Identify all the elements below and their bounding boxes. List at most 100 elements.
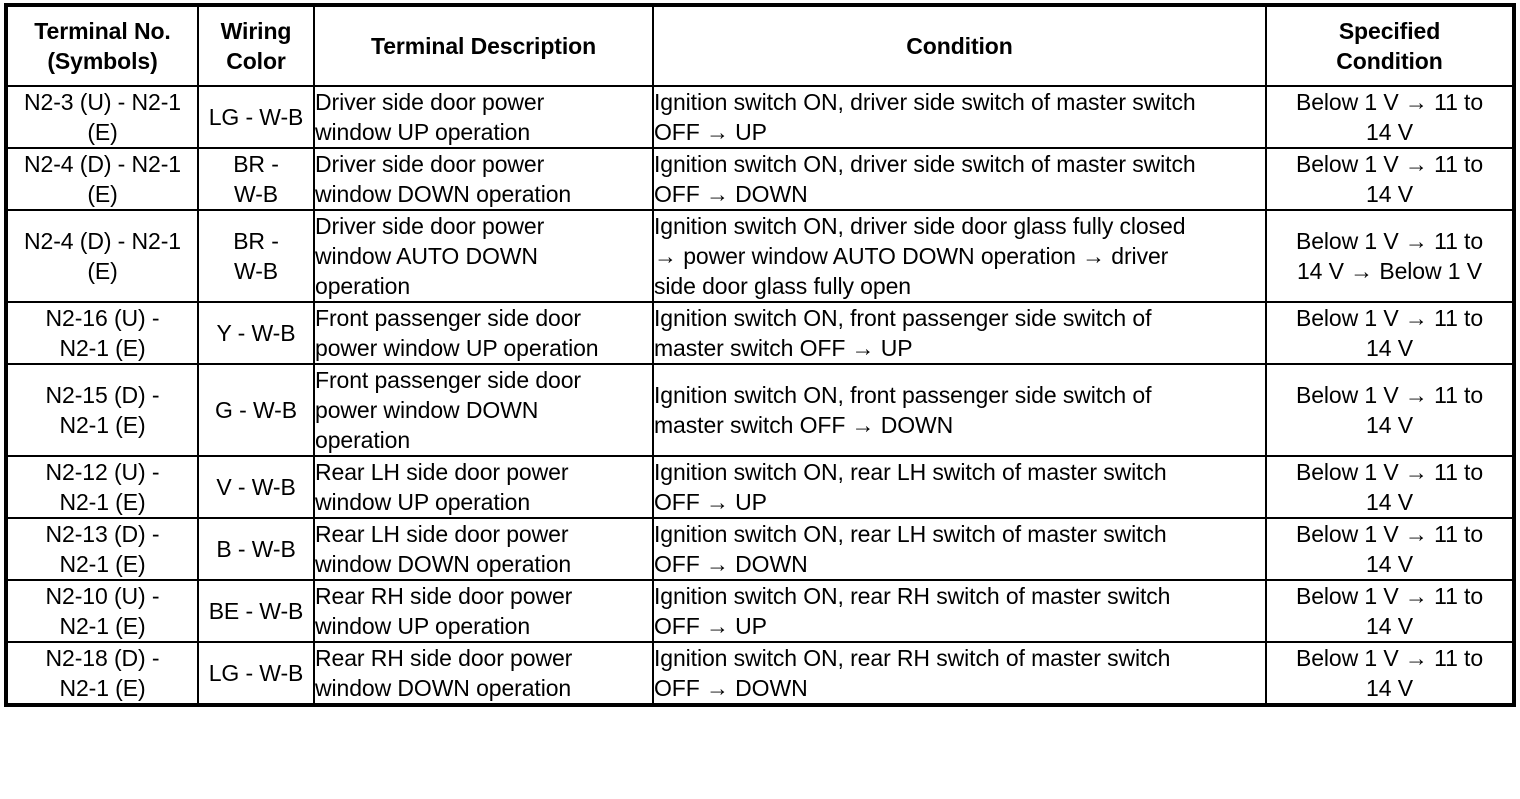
column-header-wiring-color: Wiring Color <box>197 4 315 87</box>
terminal-inspection-table: Terminal No. (Symbols) Wiring Color Term… <box>4 3 1516 707</box>
spec-line-1: Below 1 V → 11 to <box>1295 305 1484 331</box>
cell-specified-condition: Below 1 V → 11 to 14 V <box>1265 641 1515 706</box>
desc-line-1: Rear RH side door power <box>315 645 573 671</box>
desc-line-2: window UP operation <box>315 119 531 145</box>
cell-wiring-color: BE - W-B <box>197 579 315 643</box>
desc-line-1: Front passenger side door <box>315 367 581 393</box>
wiring-line-1: B - W-B <box>216 536 296 562</box>
spec-line-2: 14 V → Below 1 V <box>1296 258 1483 284</box>
terminal-line-2: N2-1 (E) <box>59 335 146 361</box>
header-line-1: Terminal Description <box>370 33 597 59</box>
terminal-line-1: N2-4 (D) - N2-1 <box>24 151 181 177</box>
cell-terminal-description: Driver side door power window UP operatio… <box>313 85 654 149</box>
wiring-line-1: BR - <box>233 228 279 254</box>
spec-line-1: Below 1 V → 11 to <box>1295 583 1484 609</box>
cond-line-1: Ignition switch ON, driver side switch o… <box>654 89 1196 115</box>
cell-specified-condition: Below 1 V → 11 to 14 V → Below 1 V <box>1265 209 1515 303</box>
table-row: N2-4 (D) - N2-1(E) BR -W-B Driver side d… <box>5 147 1515 211</box>
desc-line-2: window DOWN operation <box>315 675 572 701</box>
spec-line-2: 14 V <box>1366 335 1413 361</box>
table-row: N2-18 (D) -N2-1 (E) LG - W-B Rear RH sid… <box>5 641 1515 706</box>
table-row: N2-13 (D) -N2-1 (E) B - W-B Rear LH side… <box>5 517 1515 581</box>
header-line-2: Color <box>226 48 286 74</box>
cell-wiring-color: BR -W-B <box>197 209 315 303</box>
desc-line-1: Driver side door power <box>315 151 545 177</box>
table-row: N2-15 (D) -N2-1 (E) G - W-B Front passen… <box>5 363 1515 457</box>
cell-condition: Ignition switch ON, rear LH switch of ma… <box>652 455 1267 519</box>
desc-line-1: Driver side door power <box>315 89 545 115</box>
terminal-line-1: N2-4 (D) - N2-1 <box>24 228 181 254</box>
cell-terminal-description: Rear RH side door power window DOWN opera… <box>313 641 654 706</box>
cond-line-1: Ignition switch ON, driver side door gla… <box>654 213 1186 239</box>
cell-wiring-color: G - W-B <box>197 363 315 457</box>
desc-line-1: Front passenger side door <box>315 305 581 331</box>
table-row: N2-16 (U) - N2-1 (E) Y - W-B Front passen… <box>5 301 1515 365</box>
cell-condition: Ignition switch ON, driver side door gla… <box>652 209 1267 303</box>
cond-line-2: OFF → DOWN <box>654 675 808 701</box>
terminal-line-1: N2-15 (D) - <box>45 382 160 408</box>
spec-line-1: Below 1 V → 11 to <box>1295 521 1484 547</box>
cell-terminal-no: N2-15 (D) -N2-1 (E) <box>5 363 199 457</box>
column-header-terminal-no: Terminal No. (Symbols) <box>5 4 199 87</box>
cell-wiring-color: Y - W-B <box>197 301 315 365</box>
cond-line-1: Ignition switch ON, rear RH switch of ma… <box>654 645 1171 671</box>
desc-line-1: Rear LH side door power <box>315 521 569 547</box>
cell-condition: Ignition switch ON, rear LH switch of ma… <box>652 517 1267 581</box>
cond-line-1: Ignition switch ON, front passenger side… <box>654 305 1152 331</box>
cond-line-1: Ignition switch ON, rear LH switch of ma… <box>654 459 1167 485</box>
cell-terminal-description: Front passenger side door power window DO… <box>313 363 654 457</box>
spec-line-2: 14 V <box>1366 675 1413 701</box>
wiring-line-1: Y - W-B <box>216 320 296 346</box>
spec-line-1: Below 1 V → 11 to <box>1295 89 1484 115</box>
terminal-line-2: (E) <box>87 181 118 207</box>
table-row: N2-10 (U) -N2-1 (E) BE - W-B Rear RH sid… <box>5 579 1515 643</box>
desc-line-3: operation <box>315 427 411 453</box>
header-line-2: (Symbols) <box>47 48 158 74</box>
cond-line-2: OFF → UP <box>654 613 767 639</box>
cell-terminal-description: Driver side door power window DOWN operat… <box>313 147 654 211</box>
wiring-line-1: LG - W-B <box>208 104 304 130</box>
terminal-line-1: N2-13 (D) - <box>45 521 160 547</box>
cell-terminal-no: N2-10 (U) -N2-1 (E) <box>5 579 199 643</box>
header-line-2: Condition <box>1336 48 1443 74</box>
wiring-line-1: G - W-B <box>215 397 297 423</box>
spec-line-2: 14 V <box>1366 551 1413 577</box>
cell-terminal-no: N2-16 (U) - N2-1 (E) <box>5 301 199 365</box>
table-row: N2-4 (D) - N2-1(E) BR -W-B Driver side d… <box>5 209 1515 303</box>
header-line-1: Terminal No. <box>34 18 171 44</box>
header-line-1: Specified <box>1338 18 1441 44</box>
terminal-line-1: N2-12 (U) - <box>45 459 160 485</box>
desc-line-2: window AUTO DOWN <box>315 243 538 269</box>
cond-line-2: OFF → DOWN <box>654 181 808 207</box>
cond-line-2: → power window AUTO DOWN operation → dri… <box>654 243 1169 269</box>
column-header-specified-condition: Specified Condition <box>1265 4 1515 87</box>
column-header-terminal-description: Terminal Description <box>313 4 654 87</box>
desc-line-1: Rear LH side door power <box>315 459 569 485</box>
cell-condition: Ignition switch ON, front passenger side… <box>652 363 1267 457</box>
cell-specified-condition: Below 1 V → 11 to 14 V <box>1265 301 1515 365</box>
spec-line-1: Below 1 V → 11 to <box>1295 645 1484 671</box>
wiring-line-1: LG - W-B <box>208 660 304 686</box>
desc-line-2: window DOWN operation <box>315 181 572 207</box>
terminal-line-1: N2-3 (U) - N2-1 <box>24 89 181 115</box>
spec-line-1: Below 1 V → 11 to <box>1295 228 1484 254</box>
cond-line-2: OFF → DOWN <box>654 551 808 577</box>
cell-condition: Ignition switch ON, front passenger side… <box>652 301 1267 365</box>
table-header: Terminal No. (Symbols) Wiring Color Term… <box>5 4 1515 87</box>
wiring-line-1: BR - <box>233 151 279 177</box>
terminal-line-1: N2-16 (U) - <box>45 305 160 331</box>
desc-line-2: power window DOWN <box>315 397 539 423</box>
wiring-line-1: BE - W-B <box>208 598 304 624</box>
cell-condition: Ignition switch ON, driver side switch o… <box>652 147 1267 211</box>
cell-terminal-no: N2-4 (D) - N2-1(E) <box>5 209 199 303</box>
terminal-line-1: N2-10 (U) - <box>45 583 160 609</box>
header-row: Terminal No. (Symbols) Wiring Color Term… <box>5 4 1515 87</box>
spec-line-1: Below 1 V → 11 to <box>1295 382 1484 408</box>
